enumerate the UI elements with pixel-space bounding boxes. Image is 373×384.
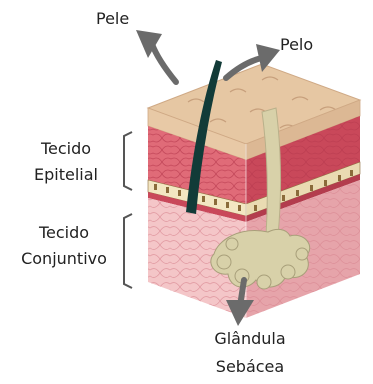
label-tecido-conjuntivo-line2: Conjuntivo bbox=[21, 249, 107, 268]
label-glandula-line2: Sebácea bbox=[216, 357, 284, 376]
bracket-conjuntivo bbox=[124, 214, 132, 288]
label-glandula-line1: Glândula bbox=[214, 329, 285, 348]
label-pelo: Pelo bbox=[280, 35, 313, 54]
label-tecido-epitelial-line1: Tecido bbox=[40, 139, 91, 158]
label-pele: Pele bbox=[96, 9, 129, 28]
arrow-to-pele bbox=[136, 30, 176, 82]
label-tecido-conjuntivo-line1: Tecido bbox=[38, 223, 89, 242]
bracket-epitelial bbox=[124, 132, 132, 190]
label-tecido-epitelial-line2: Epitelial bbox=[34, 165, 98, 184]
